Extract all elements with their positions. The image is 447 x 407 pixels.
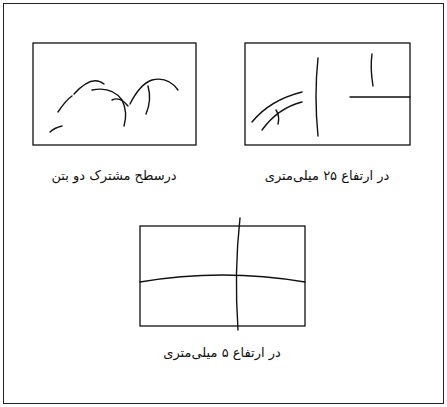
caption-label: در ارتفاع ۲۵ میلی‌متری bbox=[265, 168, 390, 185]
crack-lines bbox=[50, 54, 410, 330]
specimen-frame bbox=[245, 43, 410, 145]
specimen-frame bbox=[140, 226, 305, 326]
caption-label: در ارتفاع ۵ میلی‌متری bbox=[163, 345, 281, 362]
caption-label: درسطح مشترک دو بتن bbox=[51, 168, 176, 185]
outer-frame bbox=[4, 4, 444, 404]
specimen-frame bbox=[33, 43, 196, 145]
